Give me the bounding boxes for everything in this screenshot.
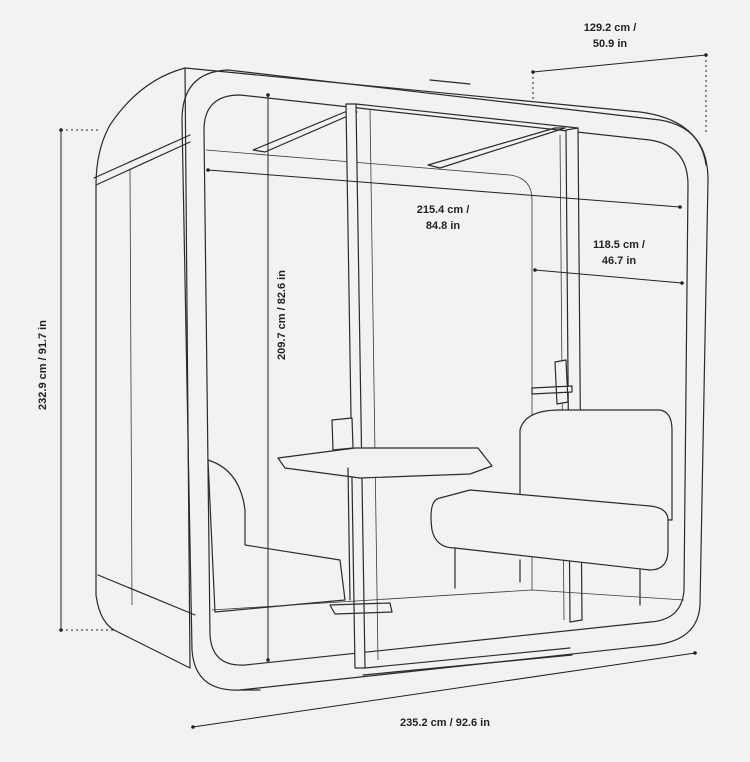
ceiling-light-right [427,127,566,169]
dimension-depth-outer [531,53,708,132]
door-top-rail [355,103,579,129]
booth-roof-vent [429,79,471,85]
door-glass-edge [369,109,565,661]
table-leg [329,467,393,615]
booth-side-band [93,134,191,186]
ceiling-light-left [252,111,358,153]
booth-front-opening [203,94,689,666]
label-line: 50.9 in [592,38,628,50]
dimension-height-outer [59,128,115,632]
sofa-left [207,459,346,613]
dimension-width-outer [191,651,697,729]
label-line: 215.4 cm / [416,204,470,216]
label-width-outer: 235.2 cm / 92.6 in [400,717,490,729]
label-width-inner: 215.4 cm / 84.8 in [408,202,478,234]
dimension-width-inner [206,168,682,209]
booth-front-frame [181,69,709,691]
label-line: 118.5 cm / [593,239,645,251]
booth-base [239,647,573,691]
label-height-outer: 232.9 cm / 91.7 in [37,320,49,410]
label-line: 84.8 in [425,220,461,232]
laptop [331,417,354,451]
door-handle [531,359,573,405]
sofa-right-legs [454,547,641,606]
booth-side-band-bottom [97,574,196,616]
door-post-left [345,103,366,669]
table-top [277,447,493,479]
label-line: 46.7 in [601,255,637,267]
dimension-height-inner [266,93,270,662]
booth-roof [184,67,707,166]
booth-back-wall [205,149,533,590]
label-depth-outer: 129.2 cm / 50.9 in [575,20,645,52]
label-depth-inner: 118.5 cm / 46.7 in [584,237,654,269]
booth-floor-edge [211,589,685,611]
sofa-right-back [519,409,673,521]
dimension-depth-inner [533,268,684,285]
label-height-inner: 209.7 cm / 82.6 in [276,270,288,360]
label-line: 129.2 cm / [583,22,637,34]
booth-side-panel-line [129,169,133,606]
sofa-right-seat [430,489,669,571]
booth-left-side [95,67,191,669]
